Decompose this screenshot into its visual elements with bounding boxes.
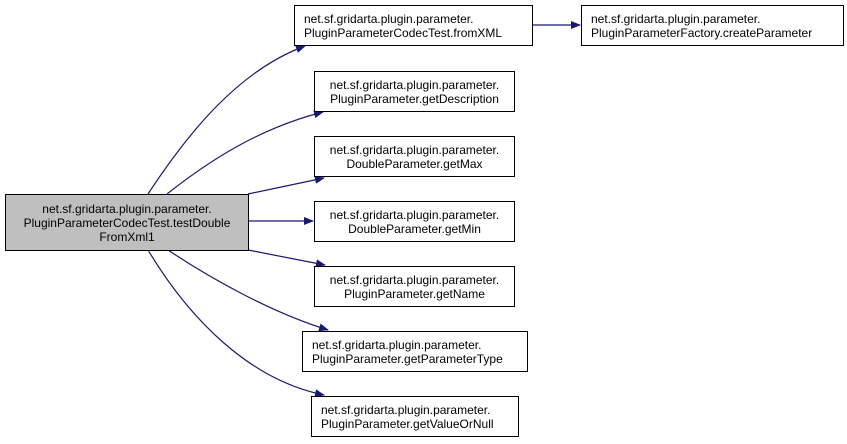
node-label-line: PluginParameterFactory.createParameter — [591, 25, 813, 40]
node-label-line: PluginParameter.getParameterType — [312, 351, 503, 366]
edge-root-to-getMax — [247, 175, 325, 195]
node-getName[interactable]: net.sf.gridarta.plugin.parameter. Plugin… — [314, 266, 515, 307]
node-label-line: DoubleParameter.getMax — [346, 156, 483, 171]
node-label-line: net.sf.gridarta.plugin.parameter. — [329, 272, 500, 287]
node-label-line: net.sf.gridarta.plugin.parameter. — [329, 142, 500, 157]
node-root-testDoubleFromXml1[interactable]: net.sf.gridarta.plugin.parameter. Plugin… — [5, 194, 249, 251]
edge-root-to-getName — [247, 249, 326, 268]
edge-root-to-getValueOrNull — [147, 249, 325, 398]
node-label-line: PluginParameter.getValueOrNull — [321, 416, 494, 431]
node-createParameter[interactable]: net.sf.gridarta.plugin.parameter. Plugin… — [581, 5, 844, 46]
node-label-line: net.sf.gridarta.plugin.parameter. — [591, 11, 761, 26]
edge-root-to-fromXML — [147, 45, 306, 195]
node-getValueOrNull[interactable]: net.sf.gridarta.plugin.parameter. Plugin… — [311, 396, 519, 437]
node-getMin[interactable]: net.sf.gridarta.plugin.parameter. Double… — [314, 201, 515, 242]
node-getParameterType[interactable]: net.sf.gridarta.plugin.parameter. Plugin… — [302, 331, 528, 372]
node-getDescription[interactable]: net.sf.gridarta.plugin.parameter. Plugin… — [314, 71, 515, 112]
node-label-line: net.sf.gridarta.plugin.parameter. — [42, 201, 212, 216]
node-getMax[interactable]: net.sf.gridarta.plugin.parameter. Double… — [314, 136, 515, 177]
edge-root-to-getParameterType — [167, 249, 329, 332]
node-label-line: PluginParameterCodecTest.testDouble — [23, 215, 231, 230]
node-fromXML[interactable]: net.sf.gridarta.plugin.parameter. Plugin… — [294, 5, 533, 46]
node-label-line: net.sf.gridarta.plugin.parameter. — [321, 402, 491, 417]
node-label-line: net.sf.gridarta.plugin.parameter. — [304, 11, 474, 26]
node-label-line: DoubleParameter.getMin — [348, 221, 481, 236]
node-label-line: PluginParameter.getName — [344, 286, 485, 301]
node-label-line: net.sf.gridarta.plugin.parameter. — [312, 337, 482, 352]
node-label-line: PluginParameterCodecTest.fromXML — [304, 25, 503, 40]
node-label-line: net.sf.gridarta.plugin.parameter. — [329, 207, 500, 222]
node-label-line: net.sf.gridarta.plugin.parameter. — [329, 77, 500, 92]
edge-root-to-getDescription — [166, 110, 324, 195]
node-label-line: PluginParameter.getDescription — [330, 91, 499, 106]
node-label-line: FromXml1 — [99, 229, 155, 244]
